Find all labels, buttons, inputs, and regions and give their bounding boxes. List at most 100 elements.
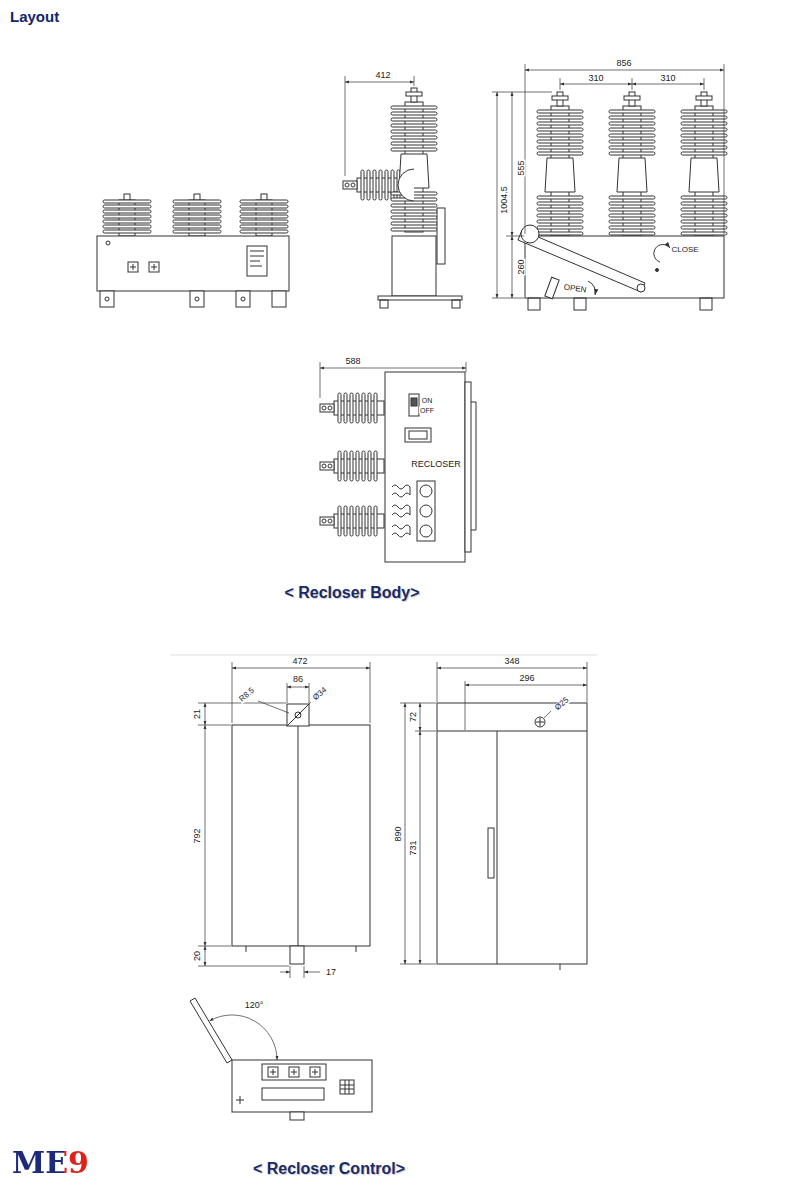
recloser-top-view (411, 398, 417, 406)
control-front-view (287, 683, 309, 703)
brand-logo: ME9 (12, 1148, 89, 1178)
recloser-rear-view (656, 269, 659, 272)
control-front-view (198, 703, 289, 966)
page-title: Layout (10, 8, 59, 25)
control-front-view (287, 687, 309, 688)
control-side-view (437, 731, 587, 732)
recloser-top-view (320, 368, 466, 369)
dimension-label: 555 (517, 159, 526, 176)
control-side-view (400, 662, 587, 970)
recloser-rear-view (528, 298, 540, 310)
recloser-rear-view (654, 244, 670, 262)
recloser-rear-view (512, 92, 513, 236)
recloser-front-view (272, 291, 286, 307)
view-caption: < Recloser Control> (252, 1161, 406, 1177)
control-bottom-view (232, 1060, 372, 1112)
control-bottom-view (262, 1064, 326, 1080)
control-front-view (298, 725, 299, 946)
recloser-front-view (128, 262, 138, 272)
dimension-label: 21 (193, 708, 202, 720)
sheet-frame (170, 655, 597, 656)
radius-label: R8.5 (237, 686, 257, 704)
recloser-top-view (392, 525, 410, 537)
control-side-view (405, 703, 406, 964)
recloser-top-view (392, 485, 410, 497)
recloser-rear-view (560, 84, 632, 85)
control-bottom-view (190, 998, 232, 1063)
recloser-front-view (250, 251, 264, 266)
dimension-label: 17 (325, 968, 337, 977)
recloser-front-view (151, 264, 157, 270)
control-side-view (420, 731, 421, 964)
recloser-rear-view (637, 284, 645, 292)
dimension-label: 310 (587, 74, 604, 83)
control-bottom-view (340, 1080, 354, 1094)
control-front-view (246, 946, 356, 952)
recloser-top-view (465, 382, 471, 552)
recloser-front-view (241, 297, 245, 301)
recloser-rear-view (492, 92, 552, 298)
control-side-view (420, 703, 421, 731)
recloser-front-view (106, 241, 110, 245)
recloser-side-view (378, 296, 462, 300)
recloser-rear-view (632, 84, 704, 85)
recloser-rear-view (512, 236, 513, 298)
dimension-label: 260 (517, 258, 526, 275)
recloser-rear-view (681, 92, 727, 236)
angle-label: 120° (244, 1001, 265, 1010)
recloser-front-view (247, 246, 267, 276)
control-bottom-view (236, 1096, 244, 1104)
control-front-view (290, 946, 304, 964)
recloser-rear-view (574, 298, 586, 310)
recloser-front-view (97, 236, 289, 291)
view-caption: < Recloser Body> (283, 585, 420, 601)
control-bottom-view (291, 1069, 297, 1075)
recloser-rear-view (525, 70, 724, 71)
recloser-side-view (391, 88, 437, 232)
dimension-label: 412 (374, 71, 391, 80)
recloser-side-view (343, 76, 462, 308)
recloser-top-view (320, 506, 384, 536)
recloser-side-view (452, 300, 460, 308)
control-bottom-view (190, 998, 372, 1120)
control-side-view (488, 828, 494, 878)
recloser-rear-view (497, 92, 498, 298)
control-bottom-view (268, 1067, 278, 1077)
control-side-view (437, 668, 587, 669)
recloser-rear-view (700, 298, 712, 310)
recloser-top-view (409, 431, 427, 439)
indicator-label: ON (421, 397, 434, 404)
recloser-top-view (320, 451, 384, 481)
control-front-view (198, 662, 370, 978)
dimension-label: 296 (518, 674, 535, 683)
recloser-rear-view (492, 64, 727, 310)
dimension-label: 310 (659, 74, 676, 83)
control-bottom-view (270, 1069, 276, 1075)
operation-label: CLOSE (670, 246, 699, 254)
recloser-top-view (471, 402, 476, 403)
control-bottom-view (312, 1069, 318, 1075)
recloser-side-view (392, 236, 436, 296)
recloser-front-view (149, 262, 159, 272)
control-side-view (400, 703, 436, 964)
recloser-front-view (195, 297, 199, 301)
nameplate-label: RECLOSER (410, 460, 462, 469)
recloser-top-view (471, 530, 476, 531)
recloser-rear-view (521, 225, 539, 243)
control-bottom-view (262, 1088, 324, 1100)
dimension-label: 890 (394, 825, 403, 842)
recloser-top-view (476, 402, 477, 530)
dimension-label: 792 (193, 827, 202, 844)
recloser-top-view (420, 525, 432, 537)
dimension-label: 588 (344, 357, 361, 366)
recloser-front-view (240, 194, 288, 236)
control-side-view (497, 731, 498, 964)
recloser-rear-view (588, 281, 595, 295)
dimension-label: 72 (409, 711, 418, 723)
control-side-view (437, 662, 587, 730)
control-front-view (205, 946, 206, 966)
control-front-view (205, 725, 206, 946)
recloser-top-view (320, 362, 476, 562)
recloser-top-view (420, 505, 432, 517)
control-bottom-view (310, 1067, 320, 1077)
